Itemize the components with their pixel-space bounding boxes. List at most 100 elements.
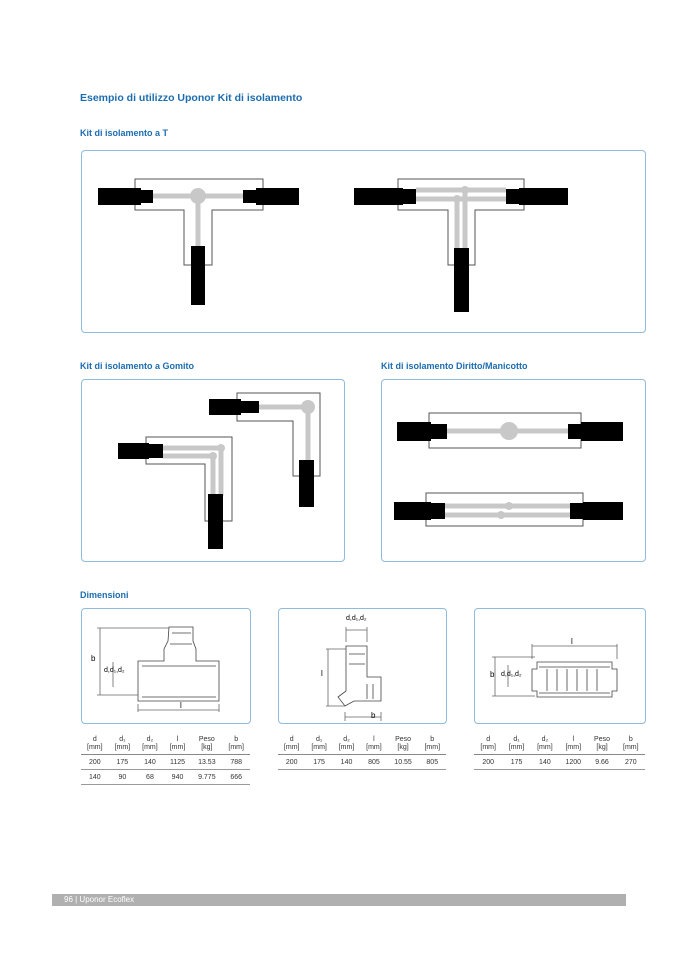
column-name: d₂ — [146, 736, 154, 743]
column-name: d₂ — [343, 736, 350, 743]
column-unit: [kg] — [201, 744, 213, 751]
diritto-dimension-diagram — [492, 644, 618, 698]
table-cell: 10.55 — [387, 754, 419, 770]
column-unit: [mm] — [169, 744, 186, 751]
gomito-diagram — [118, 392, 321, 549]
dimension-label-d: d,d₁,d₂ — [346, 615, 367, 622]
dimension-label-l: l — [571, 637, 573, 646]
section-heading-diritto: Kit di isolamento Diritto/Manicotto — [381, 361, 528, 371]
column-header: d₁[mm] — [305, 735, 333, 755]
column-header: b[mm] — [418, 735, 446, 755]
column-header: l[mm] — [163, 735, 192, 755]
column-name: d₁ — [513, 736, 520, 743]
t-kit-figure — [81, 150, 646, 333]
column-unit: [mm] — [338, 744, 355, 751]
column-header: d₁[mm] — [502, 735, 531, 755]
page-footer: 96 | Uponor Ecoflex — [52, 894, 626, 906]
column-unit: [mm] — [228, 744, 244, 751]
column-unit: [mm] — [142, 744, 158, 751]
dimension-label-b: b — [91, 654, 96, 663]
column-unit: [mm] — [508, 744, 525, 751]
table-cell: 140 — [81, 769, 109, 785]
dimension-label-b: b — [490, 670, 495, 679]
column-unit: [mm] — [114, 744, 131, 751]
page-title: Esempio di utilizzo Uponor Kit di isolam… — [80, 92, 303, 104]
column-name: b — [430, 736, 435, 743]
column-header: b[mm] — [616, 735, 645, 755]
column-header: d[mm] — [81, 735, 109, 755]
column-unit: [mm] — [87, 744, 103, 751]
table-cell: 805 — [418, 754, 446, 770]
column-header: d₂[mm] — [332, 735, 361, 755]
gomito-dimension-diagram — [326, 627, 382, 721]
table-cell: 140 — [136, 754, 164, 770]
t-dimension-diagram — [97, 626, 220, 712]
column-header: d₂[mm] — [530, 735, 560, 755]
column-name: d₂ — [541, 736, 549, 743]
dimension-drawing-diritto: l b d,d₁,d₂ — [474, 608, 646, 724]
column-name: d₁ — [315, 736, 323, 743]
table-cell: 13.53 — [191, 754, 223, 770]
column-name: d — [289, 736, 294, 743]
diritto-figure — [381, 379, 646, 562]
column-header: d[mm] — [474, 735, 503, 755]
dimension-label-d: d,d₁,d₂ — [104, 667, 125, 674]
table-cell: 1200 — [559, 754, 588, 770]
dimension-drawing-gomito: d,d₁,d₂ l b — [278, 608, 447, 724]
column-unit: [kg] — [596, 744, 608, 751]
gomito-figure — [81, 379, 345, 562]
column-name: Peso — [395, 736, 412, 743]
column-unit: [mm] — [537, 744, 553, 751]
column-unit: [mm] — [623, 744, 639, 751]
table-header-row: d[mm]d₁[mm]d₂[mm]l[mm]Peso[kg]b[mm] — [278, 735, 446, 755]
table-cell: 788 — [222, 754, 250, 770]
column-header: b[mm] — [222, 735, 250, 755]
table-cell: 140 — [530, 754, 560, 770]
table-header-row: d[mm]d₁[mm]d₂[mm]l[mm]Peso[kg]b[mm] — [81, 735, 250, 755]
column-header: Peso[kg] — [587, 735, 617, 755]
dimension-label-b: b — [371, 711, 376, 720]
column-header: d[mm] — [278, 735, 306, 755]
column-name: d₁ — [119, 736, 126, 743]
column-unit: [mm] — [424, 744, 441, 751]
column-name: l — [572, 736, 575, 743]
dimension-label-d: d,d₁,d₂ — [501, 671, 522, 678]
table-cell: 805 — [360, 754, 388, 770]
table-cell: 175 — [502, 754, 531, 770]
t-kit-diagram — [98, 178, 568, 312]
table-cell: 1125 — [163, 754, 192, 770]
dimension-label-l: l — [321, 669, 323, 678]
table-cell: 270 — [616, 754, 645, 770]
table-header-row: d[mm]d₁[mm]d₂[mm]l[mm]Peso[kg]b[mm] — [474, 735, 645, 755]
column-unit: [kg] — [397, 744, 409, 751]
column-unit: [mm] — [366, 744, 382, 751]
section-heading-dimensioni: Dimensioni — [80, 590, 129, 600]
column-header: d₂[mm] — [136, 735, 164, 755]
column-unit: [mm] — [283, 744, 300, 751]
dimension-drawing-t: b d,d₁,d₂ l — [81, 608, 251, 724]
section-heading-gomito: Kit di isolamento a Gomito — [80, 361, 195, 371]
table-cell: 200 — [81, 754, 109, 770]
table-cell: 940 — [163, 769, 192, 785]
column-header: l[mm] — [559, 735, 588, 755]
table-cell: 9.775 — [191, 769, 223, 785]
table-cell: 68 — [136, 769, 164, 785]
column-unit: [mm] — [480, 744, 496, 751]
column-name: Peso — [198, 736, 215, 743]
table-cell: 175 — [305, 754, 333, 770]
section-heading-t-kit: Kit di isolamento a T — [80, 128, 169, 138]
column-name: b — [628, 736, 633, 743]
table-cell: 200 — [474, 754, 503, 770]
diritto-diagram — [394, 412, 623, 527]
column-header: Peso[kg] — [387, 735, 419, 755]
column-name: Peso — [594, 736, 610, 743]
column-name: l — [373, 736, 375, 743]
column-unit: [mm] — [311, 744, 327, 751]
